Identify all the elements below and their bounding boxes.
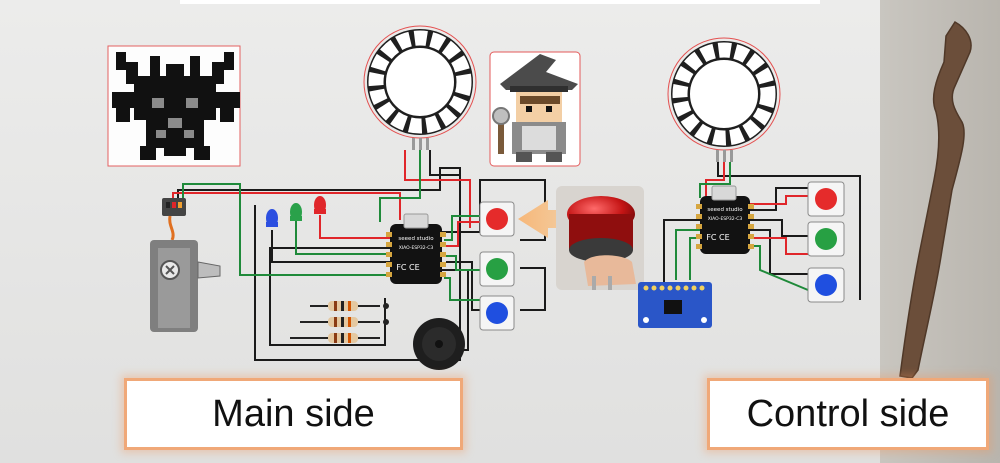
board-model-text: XIAO-ESP32-C3 [399, 245, 434, 251]
board-marks-text: FC CE [706, 233, 729, 242]
led-icons [266, 196, 326, 227]
main-button-blue [479, 295, 515, 331]
board-marks-text: FC CE [396, 263, 419, 272]
led-ring-icon [667, 37, 781, 162]
top-strip [180, 0, 820, 4]
pixel-wizard-icon [489, 51, 581, 167]
led-ring-icon [363, 25, 477, 150]
main-side-label: Main side [124, 378, 463, 450]
xiao-board-control: seeed studio XIAO-ESP32-C3 FC CE [696, 185, 754, 254]
control-button-green [807, 221, 845, 257]
board-vendor-text: seeed studio [398, 236, 434, 242]
control-button-red [807, 181, 845, 217]
board-model-text: XIAO-ESP32-C3 [708, 216, 743, 222]
main-button-green [479, 251, 515, 287]
xiao-board-main: seeed studio XIAO-ESP32-C3 FC CE [386, 213, 446, 284]
control-side-label: Control side [707, 378, 989, 450]
wooden-stick [899, 21, 972, 379]
arrow-icon [518, 200, 580, 238]
board-vendor-text: seeed studio [707, 207, 743, 213]
control-button-blue [807, 267, 845, 303]
imu-sensor-icon [638, 282, 712, 328]
resistors [290, 301, 389, 343]
main-button-red [479, 201, 515, 237]
servo-icon [150, 198, 221, 332]
control-wires [663, 162, 861, 300]
pixel-dragon-icon [107, 45, 241, 167]
buzzer-icon [413, 318, 465, 370]
arcade-button-photo-icon [556, 186, 644, 290]
main-wires [172, 150, 546, 361]
